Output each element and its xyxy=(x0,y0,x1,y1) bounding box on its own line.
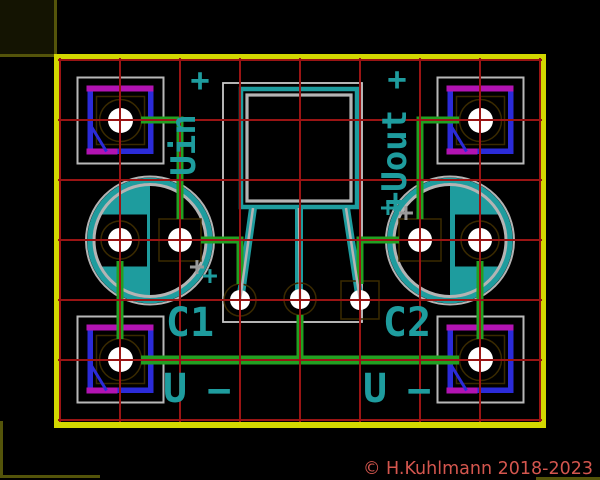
pad-bottom-layer-bottom xyxy=(117,148,154,154)
net-label-uout[interactable]: +Uout xyxy=(375,110,415,212)
plus-marker-uin[interactable]: + xyxy=(190,61,209,99)
label-u-right[interactable]: U xyxy=(363,366,387,412)
copper-plus-c1: + xyxy=(202,261,218,291)
refdes-c1[interactable]: C1 xyxy=(166,300,214,346)
label-minus-left[interactable]: − xyxy=(207,368,231,414)
transistor-courtyard xyxy=(222,82,363,323)
net-label-uin[interactable]: Uin xyxy=(164,114,204,175)
label-minus-right[interactable]: − xyxy=(407,368,431,414)
copper-plus-c2: + xyxy=(380,193,396,223)
plus-marker-uout[interactable]: + xyxy=(387,60,406,98)
dimmed-outline-bottom-left xyxy=(0,421,100,478)
refdes-c2[interactable]: C2 xyxy=(383,300,431,346)
dimmed-outline-top-left-fill xyxy=(0,0,57,57)
silk-plus-c2: + xyxy=(398,198,414,228)
grid xyxy=(58,58,542,422)
pad-chamfer-line xyxy=(88,122,108,153)
pad-top-layer-bottom xyxy=(86,148,118,155)
label-u-left[interactable]: U xyxy=(163,366,187,412)
silk-plus-c1: + xyxy=(189,252,205,282)
copyright-text: © H.Kuhlmann 2018-2023 xyxy=(363,459,593,479)
net-labels: + Uin + +Uout + + + + C1 C2 U − U − xyxy=(163,60,431,414)
pad-bottom-layer-left xyxy=(87,91,93,154)
